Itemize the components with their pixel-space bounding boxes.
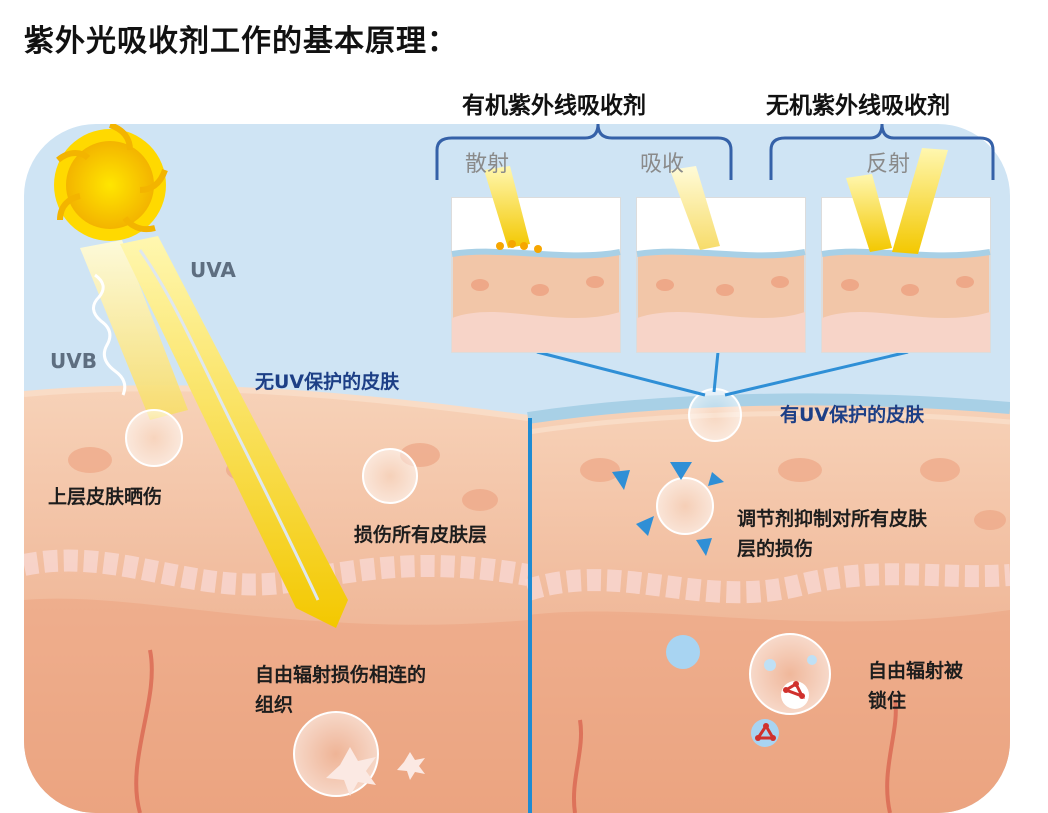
radical-locked-label-line2: 锁住 [868,690,907,712]
upper-skin-burn-label: 上层皮肤晒伤 [48,486,163,508]
antioxidant-dot [666,635,700,669]
inorganic-absorber-header: 无机紫外线吸收剂 [766,93,950,119]
damage-bubble-upper [125,409,183,467]
skin-left-surface [24,385,529,421]
inset-reflect [821,148,991,353]
free-radical-bubble [293,711,379,797]
damaged-cell-small-icon [397,752,425,780]
inhibit-arrows [612,462,724,556]
main-panel [24,124,1010,813]
uvb-beam [80,240,188,420]
dermis-band-left [24,549,530,596]
radical-damage-label-line2: 组织 [255,694,294,716]
capillaries [134,649,898,813]
free-radical-molecule-icon [751,719,779,747]
locked-radical-bubble [749,633,831,715]
absorb-label: 吸收 [640,152,685,177]
regulator-bubble [656,477,714,535]
page-title: 紫外光吸收剂工作的基本原理： [24,24,458,59]
zoom-connector-lines [536,350,909,397]
reflect-label: 反射 [866,152,911,177]
uv-filter-layer [527,393,1010,424]
protection-bubble [688,388,742,442]
uvb-wave [92,273,127,396]
organic-absorber-header: 有机紫外线吸收剂 [462,93,646,119]
skin-right-surface [527,410,1010,435]
damage-bubble-all [362,448,418,504]
inorganic-bracket [769,123,995,180]
inset-scatter [451,166,621,353]
uva-wave [138,249,320,601]
scatter-label: 散射 [465,152,510,177]
radical-locked-label-line1: 自由辐射被 [868,660,964,682]
regulator-label-line1: 调节剂抑制对所有皮肤 [737,508,928,530]
all-layers-damage-label: 损伤所有皮肤层 [354,524,488,546]
uvb-label: UVB [50,349,97,373]
sun-icon [54,124,168,241]
damaged-cell-icon [326,747,376,796]
uva-beam [120,236,348,628]
organic-bracket [435,123,733,180]
inset-absorb [636,166,806,353]
protected-skin-label: 有UV保护的皮肤 [780,404,925,426]
radical-damage-label-line1: 自由辐射损伤相连的 [255,664,427,686]
regulator-label-line2: 层的损伤 [737,538,814,560]
uva-label: UVA [190,258,236,282]
dermis-band-right [524,563,1010,604]
radical-molecule-icon [764,655,817,709]
unprotected-skin-label: 无UV保护的皮肤 [255,371,400,393]
